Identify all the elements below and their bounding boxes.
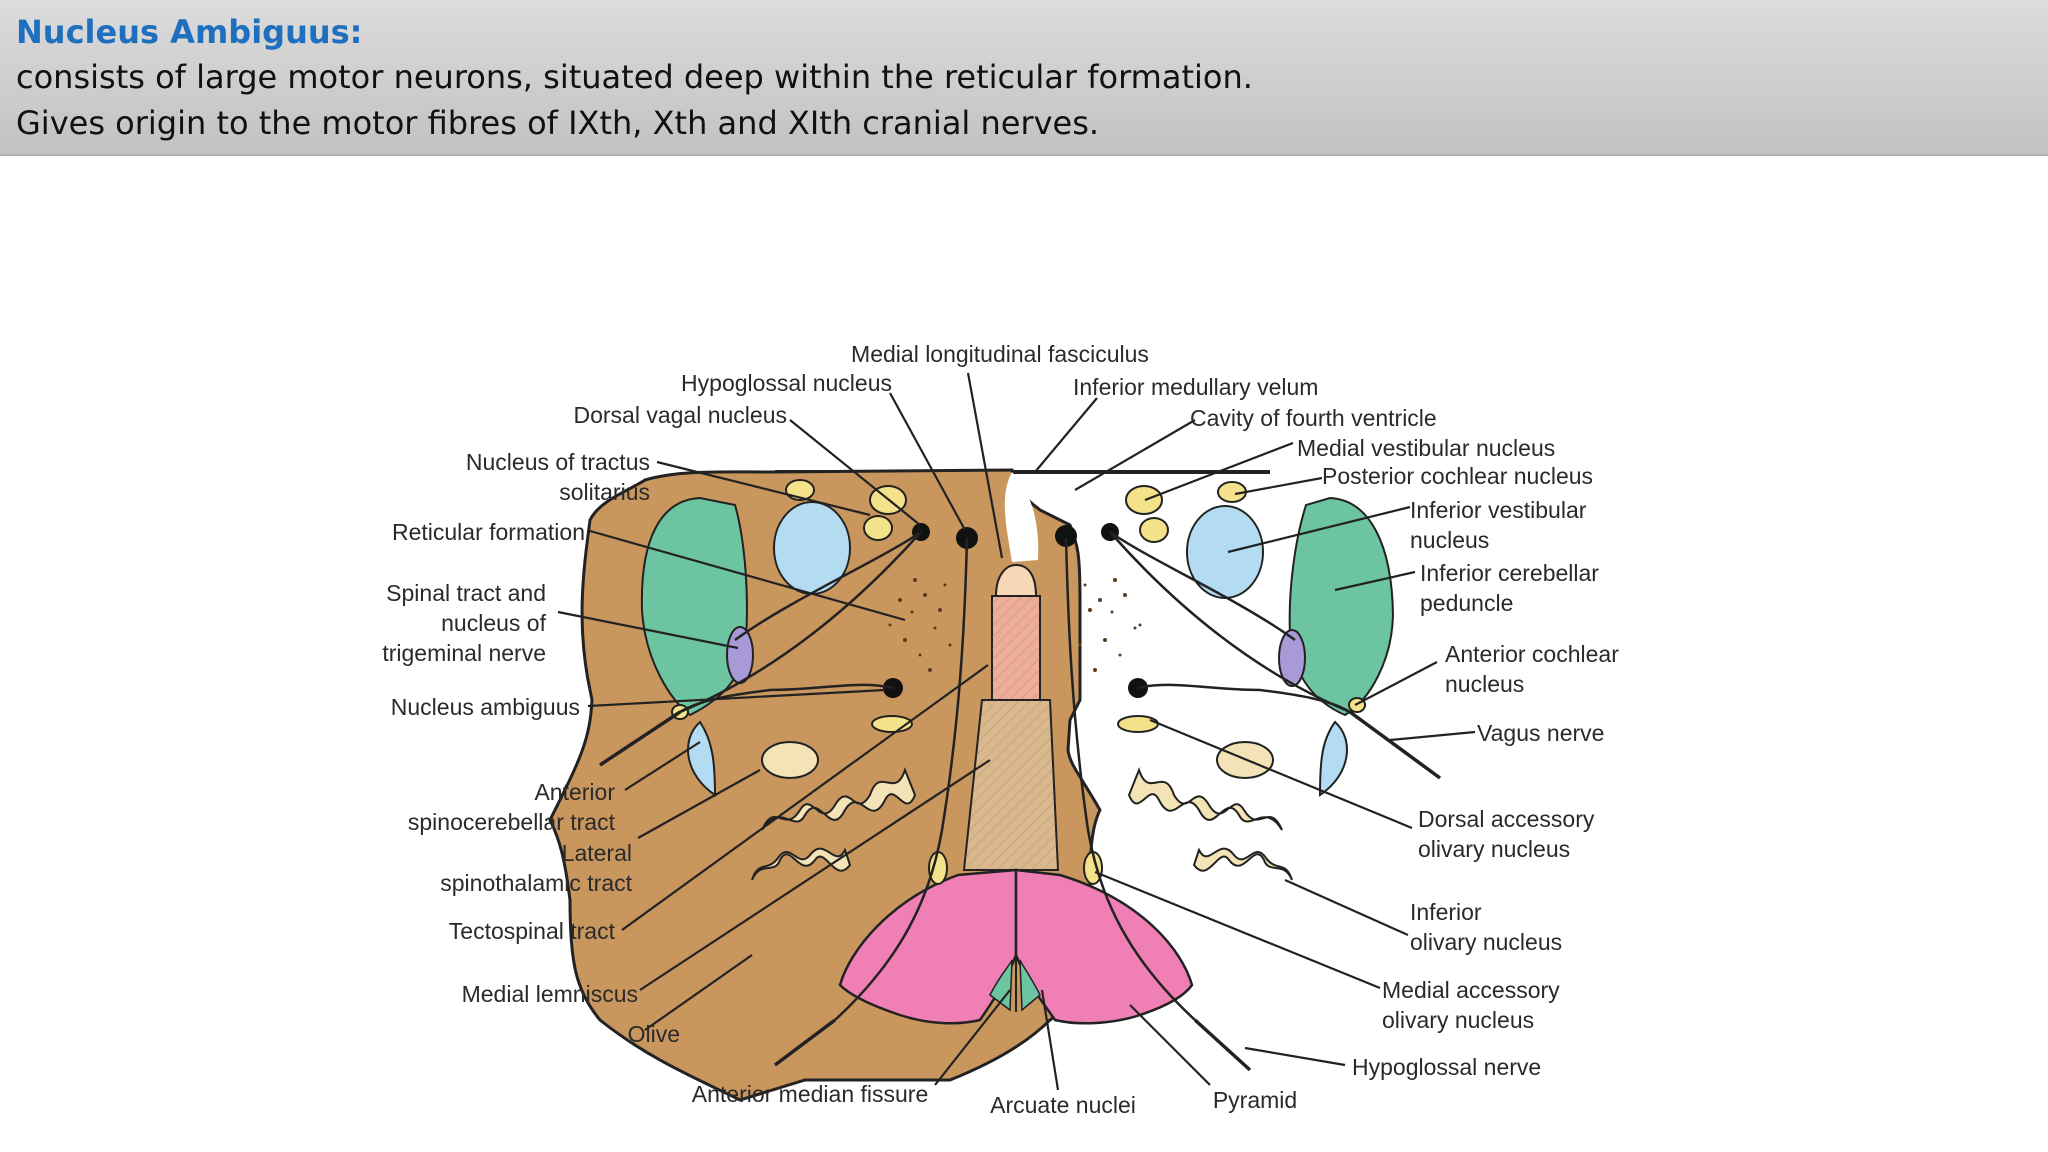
- label-inferior-medullary-velum: Inferior medullary velum: [1073, 374, 1318, 400]
- leader-lines: [557, 372, 1476, 1091]
- label-lateral-spinothalamic-2: spinothalamic tract: [440, 870, 632, 896]
- hypoglossal-nerve-left: [773, 1018, 837, 1067]
- label-anterior-cochlear-2: nucleus: [1445, 671, 1524, 697]
- vagus-nerve-left: [599, 710, 681, 767]
- label-medial-accessory-1: Medial accessory: [1382, 977, 1560, 1003]
- label-anterior-median-fissure: Anterior median fissure: [692, 1081, 929, 1107]
- label-medial-accessory-2: olivary nucleus: [1382, 1007, 1534, 1033]
- label-anterior-spinocerebellar-1: Anterior: [534, 779, 615, 805]
- medial-longitudinal-fasciculus: [994, 563, 1038, 597]
- label-inferior-olivary-2: olivary nucleus: [1410, 929, 1562, 955]
- reticular-formation: [888, 578, 1142, 672]
- label-lateral-spinothalamic-1: Lateral: [562, 840, 632, 866]
- nucleus-small-right: [1117, 715, 1159, 733]
- label-inferior-olivary-1: Inferior: [1410, 899, 1482, 925]
- label-hypoglossal-nucleus: Hypoglossal nucleus: [681, 370, 892, 396]
- label-medial-longitudinal-fasciculus: Medial longitudinal fasciculus: [851, 341, 1149, 367]
- vagus-nerve-right: [1348, 710, 1442, 780]
- label-tectospinal-tract: Tectospinal tract: [449, 918, 616, 944]
- label-inferior-vestibular-1: Inferior vestibular: [1410, 497, 1587, 523]
- inferior-vestibular-nucleus-right: [1186, 505, 1264, 599]
- label-nucleus-ambiguus: Nucleus ambiguus: [391, 694, 580, 720]
- medial-accessory-olivary-left: [928, 851, 948, 885]
- arcuate-nucleus-left: [989, 959, 1013, 1012]
- slide-header: Nucleus Ambiguus: consists of large moto…: [0, 0, 2048, 156]
- label-inferior-vestibular-2: nucleus: [1410, 527, 1489, 553]
- label-arcuate-nuclei: Arcuate nuclei: [990, 1092, 1136, 1118]
- inferior-olivary-nucleus-left: [751, 767, 917, 881]
- label-spinal-tract-2: nucleus of: [441, 610, 546, 636]
- label-dorsal-vagal-nucleus: Dorsal vagal nucleus: [573, 402, 787, 428]
- label-inferior-cerebellar-1: Inferior cerebellar: [1420, 560, 1599, 586]
- label-anterior-cochlear-1: Anterior cochlear: [1445, 641, 1619, 667]
- hypoglossal-nucleus-right: [1055, 525, 1077, 547]
- label-dorsal-accessory-2: olivary nucleus: [1418, 836, 1570, 862]
- diagram-labels: Medial longitudinal fasciculus Hypogloss…: [382, 341, 1619, 1118]
- label-hypoglossal-nerve: Hypoglossal nerve: [1352, 1054, 1541, 1080]
- dorsal-accessory-olivary-left: [761, 741, 819, 779]
- nucleus-tractus-solitarius-lower-left: [863, 515, 893, 541]
- hypoglossal-nerve-right: [1193, 1018, 1252, 1072]
- medial-lemniscus-lower-hatch: [964, 700, 1058, 870]
- inferior-olivary-nucleus-right: [1127, 767, 1293, 881]
- medial-lemniscus-upper-hatch: [992, 596, 1040, 700]
- label-inferior-cerebellar-2: peduncle: [1420, 590, 1513, 616]
- medial-vestibular-nucleus-right: [1125, 485, 1163, 515]
- inferior-vestibular-nucleus-left: [773, 501, 851, 595]
- description-line-1: consists of large motor neurons, situate…: [16, 58, 1253, 96]
- medulla-cross-section-diagram: Medial longitudinal fasciculus Hypogloss…: [382, 341, 1619, 1118]
- label-nucleus-of-tractus-2: solitarius: [559, 479, 650, 505]
- label-pyramid: Pyramid: [1213, 1087, 1297, 1113]
- label-dorsal-accessory-1: Dorsal accessory: [1418, 806, 1595, 832]
- label-posterior-cochlear-nucleus: Posterior cochlear nucleus: [1322, 463, 1593, 489]
- description-line-2: Gives origin to the motor fibres of IXth…: [16, 104, 1100, 142]
- label-medial-vestibular-nucleus: Medial vestibular nucleus: [1297, 435, 1555, 461]
- label-vagus-nerve: Vagus nerve: [1477, 720, 1604, 746]
- label-spinal-tract-3: trigeminal nerve: [382, 640, 546, 666]
- anterior-spinocerebellar-tract-right: [1318, 720, 1348, 797]
- label-medial-lemniscus: Medial lemniscus: [462, 981, 638, 1007]
- label-cavity-fourth-ventricle: Cavity of fourth ventricle: [1190, 405, 1437, 431]
- nerve-fibres: [679, 530, 1351, 1021]
- trigeminal-nucleus-right: [1278, 629, 1306, 687]
- solitary-nucleus-right: [1139, 517, 1169, 543]
- label-anterior-spinocerebellar-2: spinocerebellar tract: [408, 809, 616, 835]
- slide-title: Nucleus Ambiguus:: [16, 13, 363, 51]
- label-spinal-tract-1: Spinal tract and: [386, 580, 546, 606]
- arcuate-nucleus-right: [1019, 959, 1041, 1012]
- pyramid-left: [838, 868, 1018, 1025]
- label-olive: Olive: [628, 1021, 680, 1047]
- inferior-cerebellar-peduncle-right: [1288, 496, 1395, 717]
- label-nucleus-of-tractus-1: Nucleus of tractus: [466, 449, 650, 475]
- fourth-ventricle-cavity: [1004, 472, 1039, 562]
- label-reticular-formation: Reticular formation: [392, 519, 585, 545]
